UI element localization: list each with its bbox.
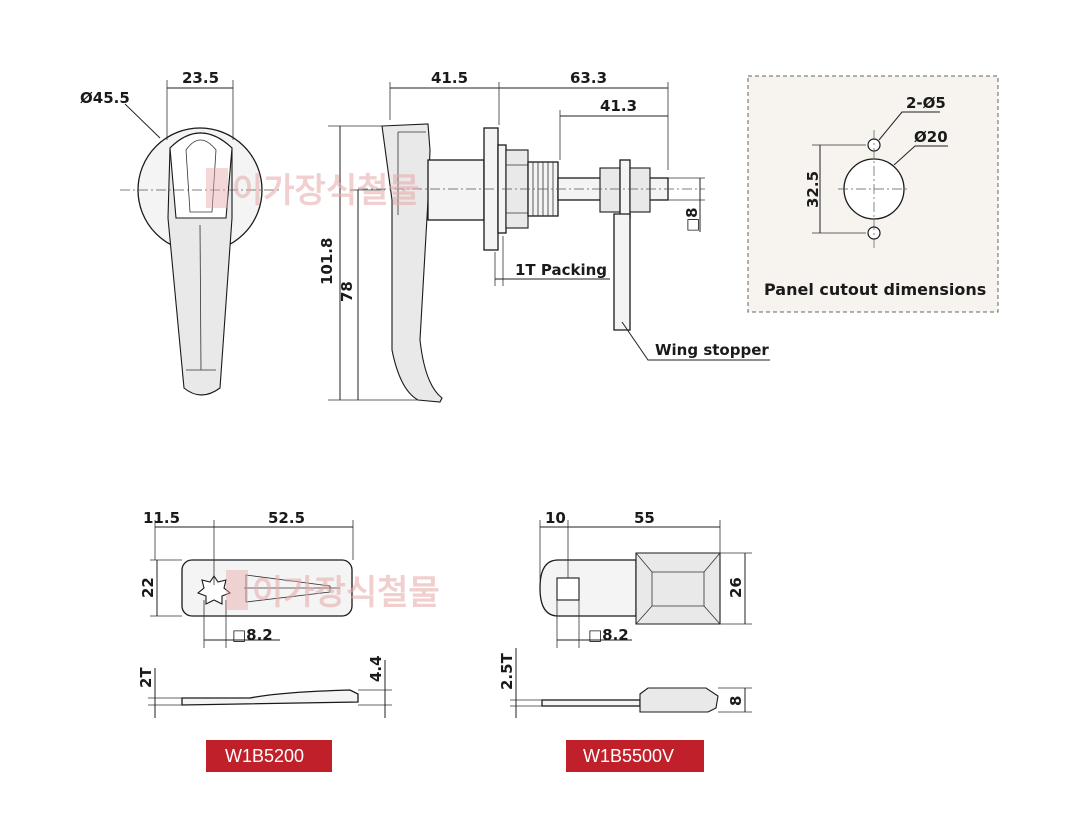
dim-55: 55: [634, 509, 655, 527]
dim-26: 26: [727, 577, 745, 598]
dim-8: 8: [727, 696, 745, 706]
dim-23-5: 23.5: [182, 69, 219, 87]
lever-shaft: [427, 159, 485, 221]
watermark-2: 이가장식철물: [226, 570, 440, 613]
dim-4-4: 4.4: [367, 655, 385, 682]
packing-label: 1T Packing: [515, 261, 607, 279]
dim-78: 78: [338, 281, 356, 302]
dim-32-5: 32.5: [804, 171, 822, 208]
model-label-w1b5500v: W1B5500V: [583, 746, 674, 766]
dim-41-3: 41.3: [600, 97, 637, 115]
watermark-1: 이가장식철물: [206, 168, 420, 211]
panel-cutout: 32.5 2-Ø5 Ø20 Panel cutout dimensions: [747, 75, 999, 313]
dim-63-3: 63.3: [570, 69, 607, 87]
model-badge-w1b5500v: [566, 740, 704, 772]
center-dia-label: Ø20: [914, 128, 948, 146]
front-view: 23.5 Ø45.5: [80, 69, 282, 396]
square-hole: [556, 577, 580, 601]
dim-11-5: 11.5: [143, 509, 180, 527]
wing-stopper: [613, 213, 631, 331]
dim-dia-45-5: Ø45.5: [80, 89, 130, 107]
dim-52-5: 52.5: [268, 509, 305, 527]
cam-profile-block: [639, 687, 719, 713]
wing-stopper-label: Wing stopper: [655, 341, 769, 359]
cam-w1b5200: 11.5 52.5 22 □8.2 2T 4.4 W1B5200: [137, 509, 392, 772]
model-badge-w1b5200: [206, 740, 332, 772]
octagram-hole: [196, 575, 232, 605]
lever-side: [381, 123, 443, 403]
watermark-seal-1: [206, 168, 228, 208]
panel-caption: Panel cutout dimensions: [764, 280, 986, 299]
rear-nut-2: [629, 167, 651, 213]
cam-profile-left: [181, 689, 359, 706]
dim-101-8: 101.8: [318, 238, 336, 285]
cam-w1b5500v: 10 55 26 □8.2 2.5T 8 W1B5500V: [498, 509, 752, 772]
dim-square-8-2-right: □8.2: [588, 626, 629, 644]
side-view: 41.5 63.3 41.3 101.8 78 □8 1T Packing Wi…: [318, 69, 770, 403]
watermark-text-2: 이가장식철물: [252, 573, 440, 613]
model-label-w1b5200: W1B5200: [225, 746, 304, 766]
dim-square-8: □8: [683, 207, 701, 232]
watermark-seal-2: [226, 570, 248, 610]
dim-2t: 2T: [137, 667, 155, 688]
cam-profile-plate: [541, 699, 641, 707]
dim-10: 10: [545, 509, 566, 527]
dim-41-5: 41.5: [431, 69, 468, 87]
lever-head: [169, 132, 233, 219]
lever-head-inner: [185, 139, 217, 213]
holes-label: 2-Ø5: [906, 94, 946, 112]
watermark-text-1: 이가장식철물: [232, 171, 420, 211]
wing-leader: [621, 321, 770, 361]
rear-nut-1: [599, 167, 621, 213]
dim-square-8-2-left: □8.2: [232, 626, 273, 644]
cam-raised-block: [635, 552, 721, 625]
cam-round-end: [539, 559, 637, 617]
dim-22: 22: [139, 577, 157, 598]
dim-2-5t: 2.5T: [498, 652, 516, 690]
